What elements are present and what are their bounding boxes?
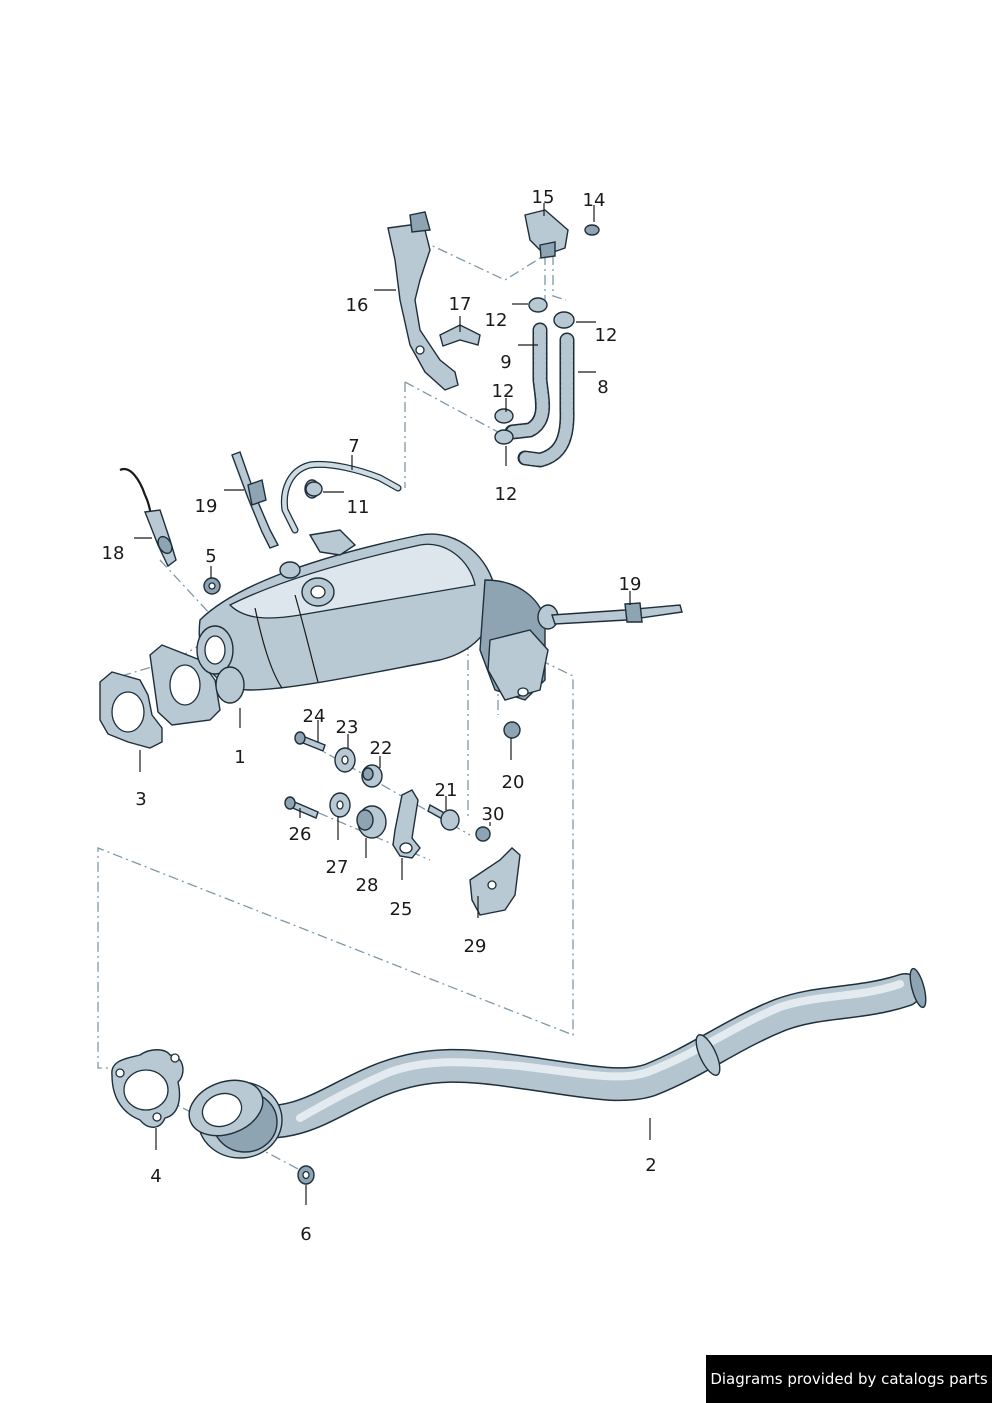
screw-14 — [584, 224, 600, 236]
attribution-banner: Diagrams provided by catalogs parts — [706, 1355, 992, 1403]
callout-28: 28 — [356, 875, 379, 896]
pressure-pipe — [280, 460, 402, 534]
callout-20: 20 — [502, 772, 525, 793]
callout-22: 22 — [370, 738, 393, 759]
callout-24: 24 — [303, 706, 326, 727]
spacer-22 — [361, 764, 383, 788]
callout-14: 14 — [583, 190, 606, 211]
callout-21: 21 — [435, 780, 458, 801]
callout-19: 19 — [195, 496, 218, 517]
callout-8: 8 — [597, 377, 608, 398]
hose-8 — [517, 332, 575, 468]
callout-9: 9 — [500, 352, 511, 373]
upper-gasket — [99, 671, 163, 749]
callout-16: 16 — [346, 295, 369, 316]
nut-5 — [203, 577, 221, 595]
callout-12: 12 — [492, 381, 515, 402]
pressure-sensor — [524, 209, 569, 259]
temp-sensor-right — [551, 602, 683, 625]
bolt-21 — [427, 803, 460, 831]
callout-15: 15 — [532, 187, 555, 208]
hose-9 — [504, 322, 550, 440]
callout-12: 12 — [495, 484, 518, 505]
callout-19: 19 — [619, 574, 642, 595]
screw-30 — [475, 826, 491, 842]
callout-25: 25 — [390, 899, 413, 920]
callout-4: 4 — [150, 1166, 161, 1187]
callout-12: 12 — [485, 310, 508, 331]
callout-26: 26 — [289, 824, 312, 845]
callout-labels: 1 2 3 4 5 6 7 8 9 11 12 12 12 12 14 15 1… — [102, 187, 657, 1245]
temp-sensor-left — [231, 451, 279, 549]
callout-27: 27 — [326, 857, 349, 878]
front-exhaust-pipe — [188, 967, 927, 1159]
washer-27 — [329, 792, 351, 818]
callout-17: 17 — [449, 294, 472, 315]
bracket-25 — [392, 789, 421, 859]
callout-11: 11 — [347, 497, 370, 518]
callout-5: 5 — [205, 546, 216, 567]
callout-3: 3 — [135, 789, 146, 810]
callout-30: 30 — [482, 804, 505, 825]
callout-29: 29 — [464, 936, 487, 957]
callout-2: 2 — [645, 1155, 656, 1176]
attribution-text: Diagrams provided by catalogs parts — [710, 1370, 988, 1388]
callout-7: 7 — [348, 436, 359, 457]
nut-6 — [297, 1165, 315, 1185]
callout-12: 12 — [595, 325, 618, 346]
bolt-24 — [294, 731, 326, 752]
callout-6: 6 — [300, 1224, 311, 1245]
particulate-filter — [196, 529, 559, 704]
lower-gasket — [111, 1049, 184, 1128]
callout-1: 1 — [234, 747, 245, 768]
nut-20 — [503, 721, 521, 739]
callout-18: 18 — [102, 543, 125, 564]
oxygen-sensor — [119, 467, 177, 568]
bracket-16 — [387, 211, 459, 391]
washer-23 — [334, 747, 356, 773]
bracket-29 — [469, 847, 521, 916]
hose-clips-12 — [494, 297, 575, 445]
bolt-26 — [284, 796, 319, 819]
clip-11 — [305, 481, 323, 497]
callout-23: 23 — [336, 717, 359, 738]
bushing-28 — [356, 805, 387, 839]
leader-lines — [134, 203, 651, 1205]
